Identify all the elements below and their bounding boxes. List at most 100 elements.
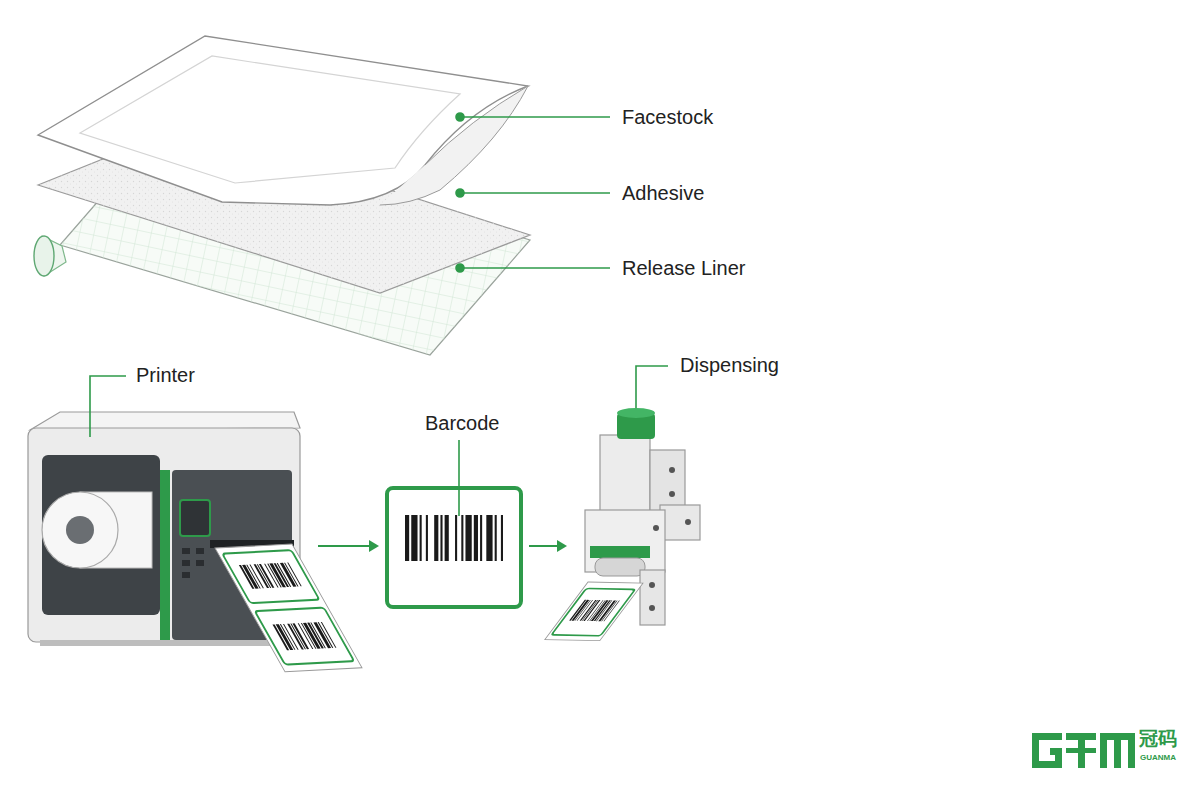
dispenser-illustration (685, 519, 691, 525)
callout-label: Barcode (425, 411, 500, 435)
label-strip (215, 544, 362, 672)
label-strip (545, 582, 643, 641)
barcode-bar (501, 515, 503, 561)
dispenser-illustration (660, 505, 700, 540)
barcode-bar (440, 515, 442, 561)
printer-illustration (182, 572, 190, 578)
flow-arrow (529, 540, 567, 552)
barcode-bar (301, 623, 317, 649)
barcode-bar (420, 515, 422, 561)
arrow-head (369, 540, 379, 552)
leader-line (456, 189, 464, 197)
barcode-bars (569, 600, 620, 622)
barcode-card (387, 488, 521, 607)
barcode-bar (465, 515, 471, 561)
barcode-bars (272, 622, 336, 650)
barcode-card (387, 488, 521, 607)
arrow-line (529, 545, 558, 547)
barcode-bar (486, 515, 492, 561)
barcode-bar (246, 565, 260, 589)
printer-illustration (40, 640, 290, 646)
leader-line (456, 113, 464, 121)
barcode-bar (495, 515, 497, 561)
barcode-bar (569, 600, 586, 621)
leader-line (456, 113, 610, 272)
dispenser-illustration (669, 467, 675, 473)
label-strip (255, 608, 354, 665)
barcode-bar (455, 515, 457, 561)
barcode-bar (321, 622, 337, 648)
facestock-sheet (38, 36, 528, 205)
barcode-bar (474, 515, 478, 561)
barcode-bar (461, 515, 463, 561)
callout-label: Dispensing (680, 353, 779, 377)
barcode-bars (405, 515, 503, 561)
barcode-bar (445, 515, 449, 561)
leader-line (636, 366, 668, 408)
leader-line (90, 376, 126, 437)
barcode-bar (480, 515, 482, 561)
dispenser-illustration (617, 408, 655, 418)
printer-illustration (182, 560, 190, 566)
barcode-bar (601, 600, 617, 621)
dispenser-illustration (590, 546, 650, 558)
layer-label: Release Liner (622, 256, 745, 280)
dispensing-node: Dispensing (575, 350, 785, 645)
printer-illustration (66, 516, 94, 544)
printer-illustration (182, 548, 190, 554)
printer-illustration (30, 412, 300, 430)
label-strip (545, 582, 643, 641)
barcode-bar (257, 564, 271, 588)
barcode-bar (591, 600, 609, 621)
facestock-sheet (38, 36, 528, 205)
leader-line (456, 264, 464, 272)
printer-illustration (42, 492, 118, 568)
barcode-bar (426, 515, 428, 561)
barcode-bars (239, 563, 302, 589)
logo-text: 冠码 (1139, 727, 1177, 750)
barcode-bar (318, 622, 334, 648)
arrow-line (318, 545, 370, 547)
label-strip (551, 588, 635, 635)
logo-text: GUANMA (1140, 752, 1176, 764)
leader-line (460, 267, 610, 269)
printer-illustration (160, 470, 170, 642)
barcode-bar (287, 563, 301, 587)
barcode-bar (405, 515, 409, 561)
barcode-bar (284, 563, 298, 587)
facestock-sheet (80, 56, 460, 183)
release-liner-sheet (34, 236, 54, 276)
printer-illustration (196, 560, 204, 566)
leader-line (458, 440, 460, 516)
printer-illustration (180, 500, 210, 536)
printer-node: Printer (28, 360, 310, 648)
logo-mark (1114, 740, 1121, 768)
logo-mark (1100, 733, 1107, 768)
barcode-bar (280, 563, 297, 587)
dispenser-illustration (650, 450, 685, 512)
logo-mark (1055, 748, 1062, 768)
logo-mark (1032, 733, 1135, 768)
leader-line (460, 192, 610, 194)
leader-line (90, 376, 126, 437)
printer-illustration (42, 455, 160, 615)
barcode-bar (434, 515, 438, 561)
arrow-head (557, 540, 567, 552)
logo-mark (1066, 748, 1096, 753)
printer-illustration (196, 548, 204, 554)
dispenser-illustration (653, 525, 659, 531)
flow-arrow (318, 540, 379, 552)
dispenser-illustration (600, 435, 650, 520)
callout-label: Printer (136, 363, 195, 387)
barcode-bar (598, 600, 616, 621)
dispenser-illustration (640, 570, 665, 625)
barcode-bar (603, 600, 619, 621)
dispenser-illustration (649, 582, 655, 588)
facestock-sheet (380, 86, 528, 205)
layer-label: Facestock (622, 105, 713, 129)
dispenser-illustration (595, 558, 645, 576)
dispenser-illustration (669, 491, 675, 497)
barcode-bar (411, 515, 417, 561)
